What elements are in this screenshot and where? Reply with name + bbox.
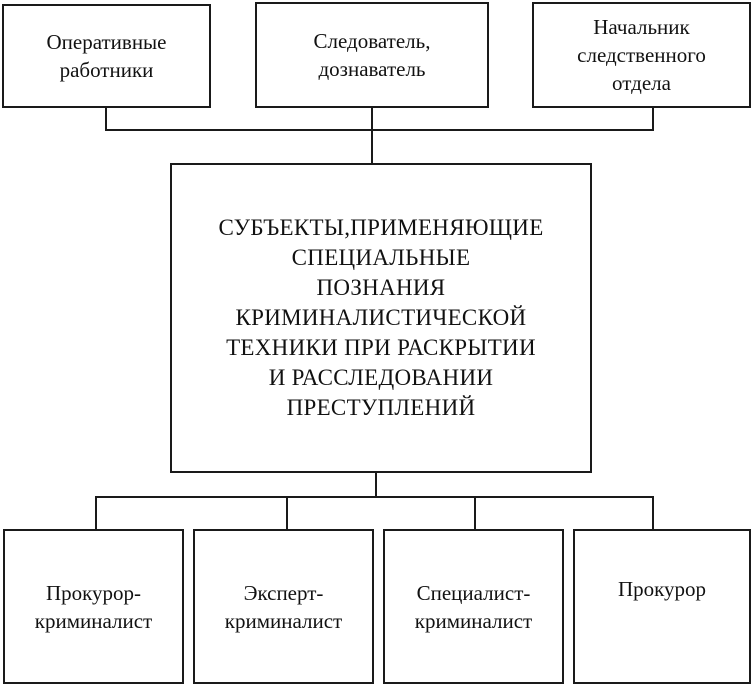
connector-top-left (105, 108, 107, 130)
box-specialist-criminalist-label: Специалист- криминалист (414, 580, 533, 633)
connector-bottom-bus (95, 496, 654, 498)
box-prosecutor-criminalist: Прокурор- криминалист (3, 529, 184, 684)
box-head-of-investigation: Начальник следственного отдела (532, 2, 751, 108)
box-specialist-criminalist: Специалист- криминалист (383, 529, 564, 684)
box-investigator: Следователь, дознаватель (255, 2, 489, 108)
connector-top-to-center (371, 129, 373, 164)
box-operative-workers: Оперативные работники (2, 4, 211, 108)
box-expert-criminalist: Эксперт- криминалист (193, 529, 374, 684)
box-investigator-label: Следователь, дознаватель (313, 29, 431, 81)
connector-top-right (652, 108, 654, 130)
box-expert-criminalist-label: Эксперт- криминалист (224, 580, 343, 633)
connector-bottom-1 (95, 496, 97, 530)
box-prosecutor-criminalist-label: Прокурор- криминалист (34, 580, 153, 633)
connector-bottom-4 (652, 496, 654, 530)
connector-center-to-bottom (375, 473, 377, 497)
connector-top-middle (371, 108, 373, 130)
box-head-of-investigation-label: Начальник следственного отдела (577, 15, 706, 95)
box-prosecutor-label: Прокурор (617, 576, 707, 601)
box-operative-workers-label: Оперативные работники (46, 30, 167, 82)
connector-top-bus (105, 129, 654, 131)
connector-bottom-3 (474, 496, 476, 530)
connector-bottom-2 (286, 496, 288, 530)
box-center-subjects-label: СУБЪЕКТЫ,ПРИМЕНЯЮЩИЕ СПЕЦИАЛЬНЫЕ ПОЗНАНИ… (218, 215, 544, 420)
box-prosecutor: Прокурор (573, 529, 751, 684)
box-center-subjects: СУБЪЕКТЫ,ПРИМЕНЯЮЩИЕ СПЕЦИАЛЬНЫЕ ПОЗНАНИ… (170, 163, 592, 473)
